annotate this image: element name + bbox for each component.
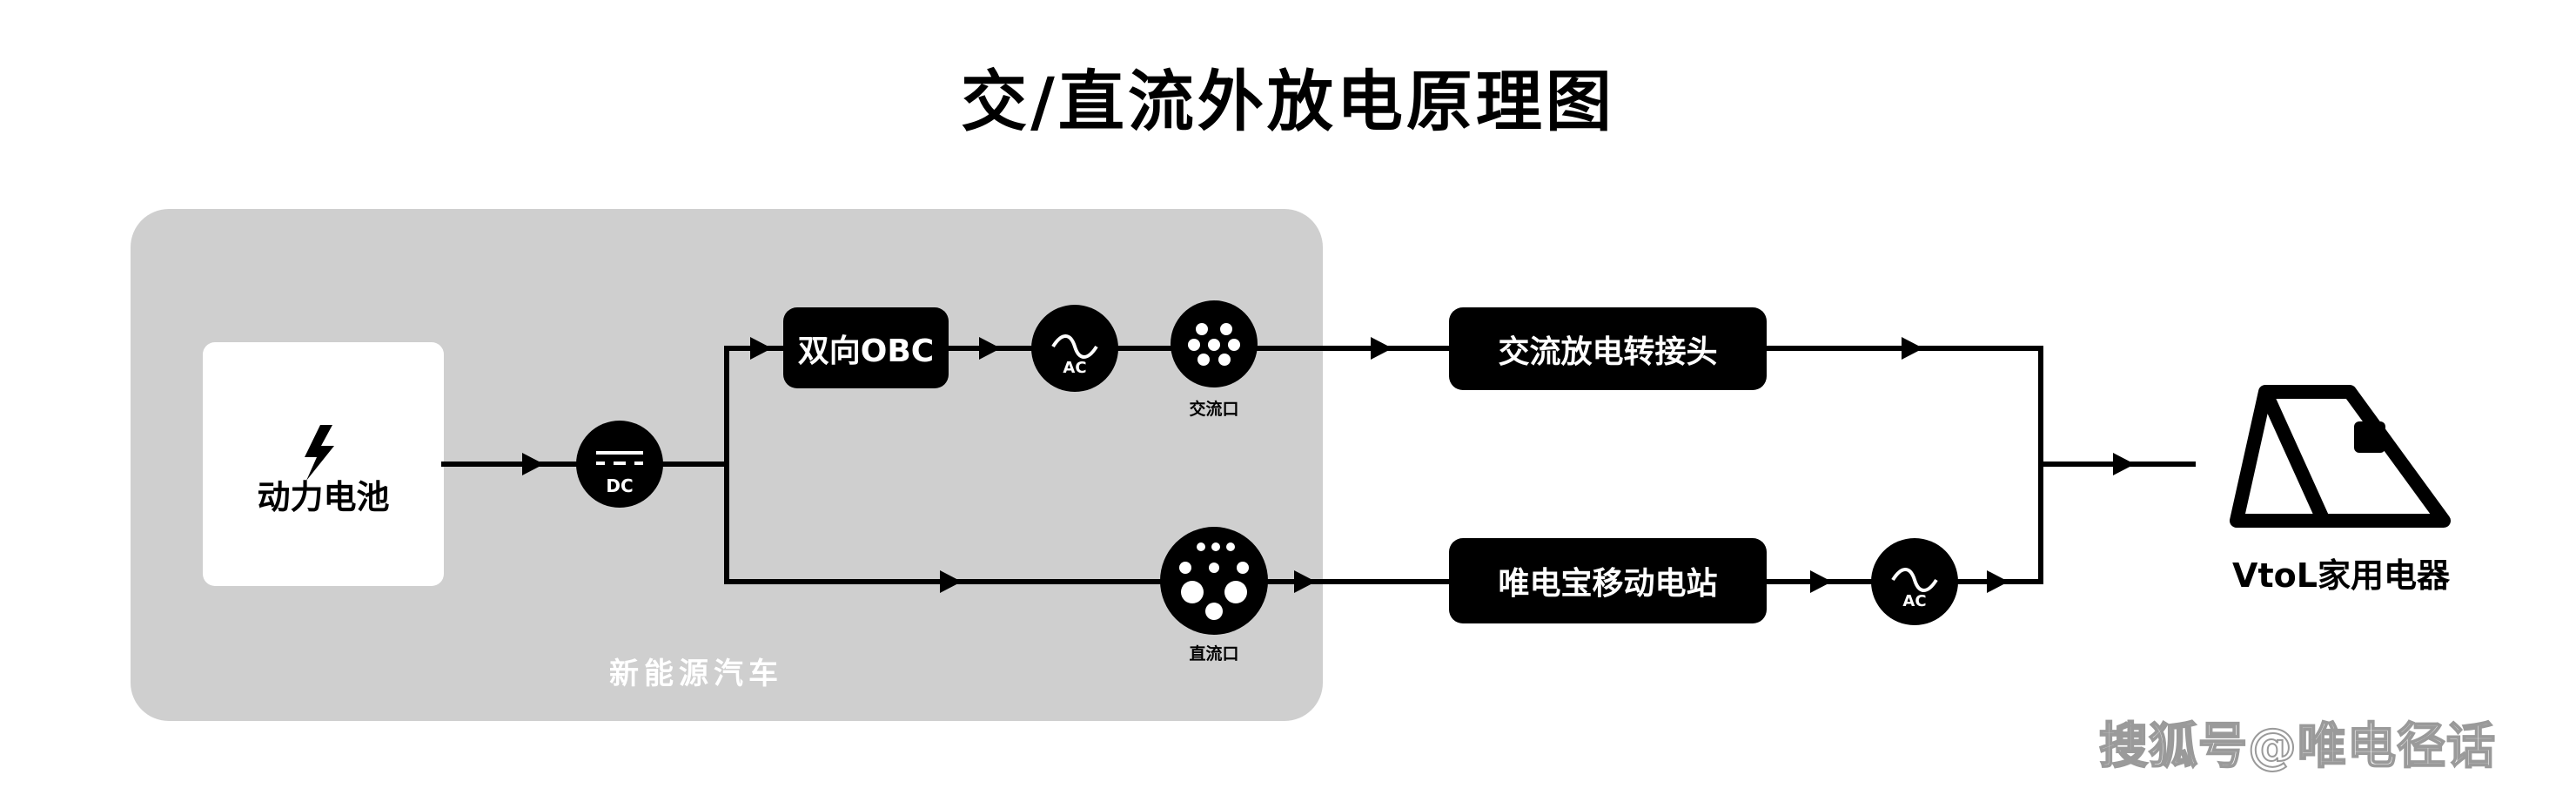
battery-label: 动力电池 bbox=[257, 478, 390, 516]
appliance-label: VtoL家用电器 bbox=[2232, 556, 2450, 595]
ac-inverter-bottom-label: AC bbox=[1902, 592, 1926, 610]
vehicle-label: 新能源汽车 bbox=[609, 657, 783, 691]
dc-port-label: 直流口 bbox=[1189, 644, 1239, 664]
dc-converter-node: DC bbox=[576, 421, 663, 508]
arrow-obc-ac bbox=[979, 337, 1001, 360]
ac-inverter-top-label: AC bbox=[1063, 359, 1086, 377]
obc-node: 双向OBC bbox=[783, 307, 949, 388]
ac-charging-port-icon bbox=[1171, 300, 1258, 387]
ac-inverter-bottom-node: AC bbox=[1871, 538, 1958, 625]
tent-appliance-icon bbox=[2230, 385, 2451, 528]
arrow-adapter-merge bbox=[1902, 337, 1923, 360]
arrow-dcport-station bbox=[1294, 570, 1316, 593]
arrow-ac-merge bbox=[1987, 570, 2009, 593]
arrow-to-obc bbox=[750, 337, 772, 360]
power-station-node: 唯电宝移动电站 bbox=[1449, 538, 1767, 623]
ac-adapter-node: 交流放电转接头 bbox=[1449, 307, 1767, 390]
dc-charging-port-icon bbox=[1160, 527, 1268, 635]
dc-converter-label: DC bbox=[606, 475, 633, 496]
arrow-merge-output bbox=[2113, 453, 2135, 475]
ac-inverter-top-node: AC bbox=[1031, 305, 1118, 392]
diagram-title: 交/直流外放电原理图 bbox=[961, 63, 1615, 140]
sine-wave-icon bbox=[1051, 334, 1098, 359]
ac-port-label: 交流口 bbox=[1189, 400, 1239, 419]
watermark: 搜狐号@唯电径话 bbox=[2098, 718, 2496, 776]
sine-wave-icon bbox=[1891, 568, 1938, 592]
arrow-battery-dc bbox=[522, 453, 544, 475]
arrow-bottom-branch bbox=[940, 570, 962, 593]
arrow-port-adapter bbox=[1371, 337, 1392, 360]
arrow-station-ac bbox=[1810, 570, 1832, 593]
